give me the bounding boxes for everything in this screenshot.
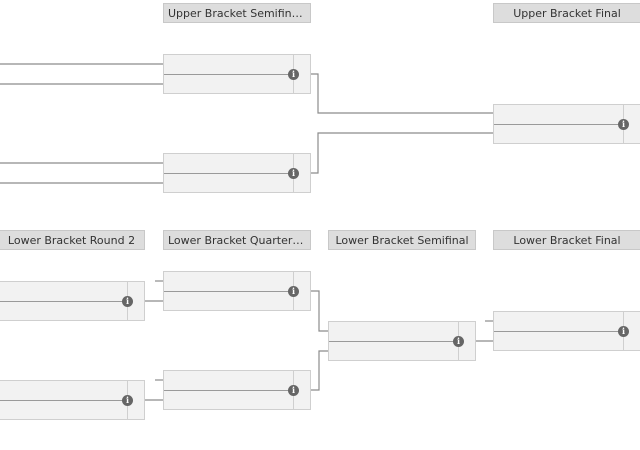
match-lower-quarterfinal-2[interactable]: i	[163, 370, 311, 410]
round-header-upper-final[interactable]: Upper Bracket Final	[493, 3, 640, 23]
match-lower-round-2-2[interactable]: i	[0, 380, 145, 420]
match-slot-top	[498, 105, 618, 123]
match-slot-bottom	[2, 302, 122, 320]
round-header-upper-semifinals[interactable]: Upper Bracket Semifinals	[163, 3, 311, 23]
match-slot-top	[333, 322, 453, 340]
info-icon[interactable]: i	[122, 395, 133, 406]
match-upper-semifinal-2[interactable]: i	[163, 153, 311, 193]
match-slot-top	[2, 282, 122, 300]
info-icon[interactable]: i	[453, 336, 464, 347]
match-slot-top	[2, 381, 122, 399]
info-icon[interactable]: i	[288, 69, 299, 80]
match-divider	[494, 331, 623, 332]
match-slot-top	[168, 154, 288, 172]
match-upper-semifinal-1[interactable]: i	[163, 54, 311, 94]
match-lower-semifinal[interactable]: i	[328, 321, 476, 361]
match-lower-final[interactable]: i	[493, 311, 640, 351]
match-slot-top	[168, 55, 288, 73]
info-icon[interactable]: i	[288, 385, 299, 396]
round-header-lower-quarterfinals[interactable]: Lower Bracket Quarterfinals	[163, 230, 311, 250]
connector-line	[310, 350, 328, 391]
info-icon[interactable]: i	[122, 296, 133, 307]
round-header-lower-final[interactable]: Lower Bracket Final	[493, 230, 640, 250]
info-icon[interactable]: i	[288, 168, 299, 179]
match-divider	[164, 173, 293, 174]
round-header-lower-round-2[interactable]: Lower Bracket Round 2	[0, 230, 145, 250]
connector-line	[310, 290, 328, 332]
round-header-lower-semifinal[interactable]: Lower Bracket Semifinal	[328, 230, 476, 250]
match-slot-top	[498, 312, 618, 330]
connector-line	[310, 132, 493, 174]
match-divider	[494, 124, 623, 125]
info-icon[interactable]: i	[288, 286, 299, 297]
match-slot-bottom	[168, 391, 288, 409]
match-slot-bottom	[2, 401, 122, 419]
info-icon[interactable]: i	[618, 119, 629, 130]
match-slot-bottom	[498, 332, 618, 350]
connector-line	[310, 73, 493, 114]
info-icon[interactable]: i	[618, 326, 629, 337]
match-divider	[164, 74, 293, 75]
match-upper-final[interactable]: i	[493, 104, 640, 144]
match-slot-top	[168, 272, 288, 290]
match-slot-bottom	[168, 292, 288, 310]
match-divider	[164, 291, 293, 292]
match-divider	[0, 301, 127, 302]
match-lower-round-2-1[interactable]: i	[0, 281, 145, 321]
match-slot-bottom	[168, 75, 288, 93]
match-slot-bottom	[333, 342, 453, 360]
match-slot-top	[168, 371, 288, 389]
match-divider	[0, 400, 127, 401]
match-divider	[329, 341, 458, 342]
match-lower-quarterfinal-1[interactable]: i	[163, 271, 311, 311]
match-slot-bottom	[498, 125, 618, 143]
match-slot-bottom	[168, 174, 288, 192]
match-divider	[164, 390, 293, 391]
